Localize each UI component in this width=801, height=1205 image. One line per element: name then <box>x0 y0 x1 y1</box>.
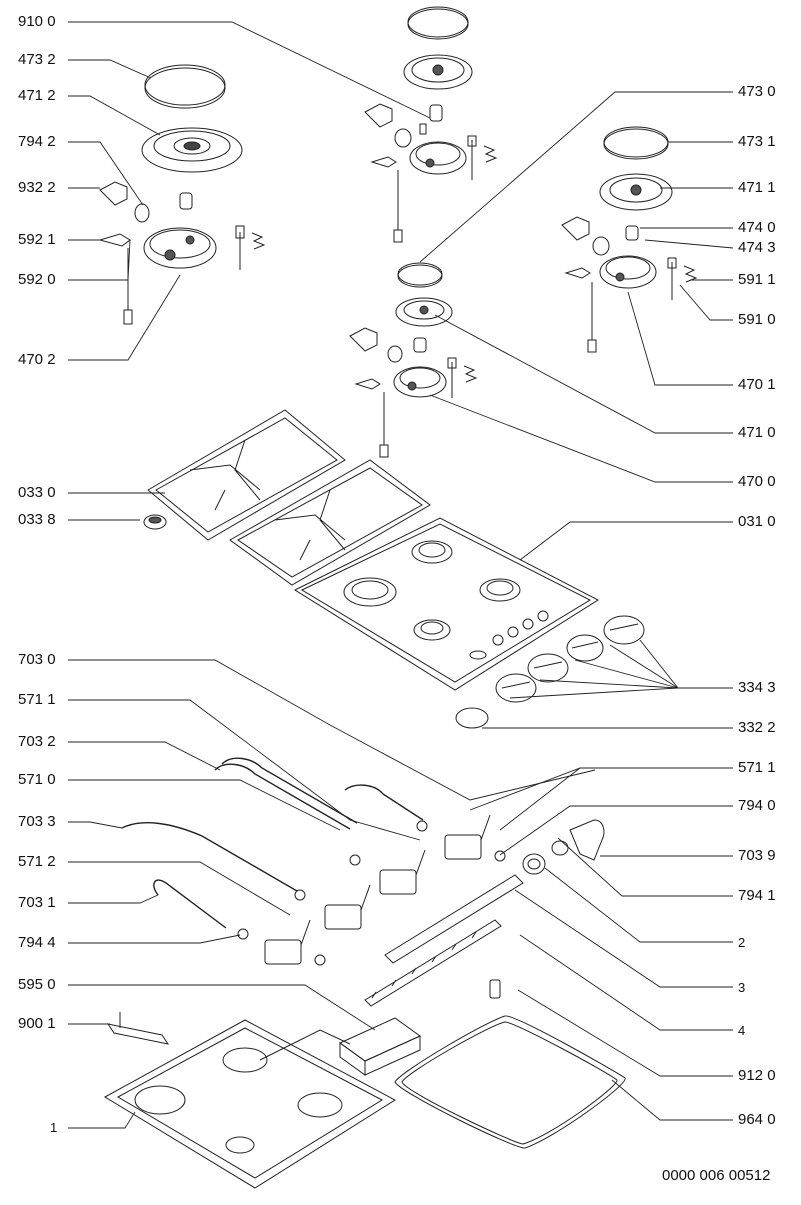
label-031-0: 031 0 <box>738 513 776 530</box>
label-794-2: 794 2 <box>18 133 56 150</box>
washers <box>237 820 506 966</box>
label-571-1-left: 571 1 <box>18 691 56 708</box>
label-334-3: 334 3 <box>738 679 776 696</box>
base-tray <box>104 1019 396 1189</box>
label-592-1: 592 1 <box>18 231 56 248</box>
knob-cap <box>455 707 489 729</box>
leader-lines <box>68 21 734 1129</box>
pan-support-right <box>229 459 431 586</box>
label-474-3: 474 3 <box>738 239 776 256</box>
label-474-0: 474 0 <box>738 219 776 236</box>
main-gas-rail <box>384 819 605 964</box>
document-number: 0000 006 00512 <box>662 1167 771 1184</box>
label-595-0: 595 0 <box>18 976 56 993</box>
label-964-0: 964 0 <box>738 1111 776 1128</box>
screw <box>489 979 501 999</box>
label-591-1: 591 1 <box>738 271 776 288</box>
label-591-0: 591 0 <box>738 311 776 328</box>
label-703-0: 703 0 <box>18 651 56 668</box>
control-knobs <box>495 615 645 703</box>
label-794-4: 794 4 <box>18 934 56 951</box>
label-794-0: 794 0 <box>738 797 776 814</box>
pan-support-left <box>147 409 346 541</box>
label-473-2: 473 2 <box>18 51 56 68</box>
label-703-2: 703 2 <box>18 733 56 750</box>
label-703-3: 703 3 <box>18 813 56 830</box>
label-471-2: 471 2 <box>18 87 56 104</box>
label-033-8: 033 8 <box>18 511 56 528</box>
ignition-unit <box>339 1017 421 1076</box>
label-3: 3 <box>738 980 746 995</box>
burner-assembly-left <box>98 64 266 325</box>
label-794-1: 794 1 <box>738 887 776 904</box>
label-912-0: 912 0 <box>738 1067 776 1084</box>
label-571-2: 571 2 <box>18 853 56 870</box>
spark-bar <box>364 919 502 1007</box>
label-900-1: 900 1 <box>18 1015 56 1032</box>
label-471-0: 471 0 <box>738 424 776 441</box>
label-2: 2 <box>738 935 746 950</box>
label-470-0: 470 0 <box>738 473 776 490</box>
label-703-1: 703 1 <box>18 894 56 911</box>
burner-assembly-center-top <box>364 6 498 243</box>
seal-gasket <box>394 1015 626 1149</box>
label-470-1: 470 1 <box>738 376 776 393</box>
clamp-bracket <box>106 1012 170 1045</box>
rubber-foot <box>143 514 167 530</box>
label-473-0: 473 0 <box>738 83 776 100</box>
label-471-1: 471 1 <box>738 179 776 196</box>
label-571-1-right: 571 1 <box>738 759 776 776</box>
label-470-2: 470 2 <box>18 351 56 368</box>
label-592-0: 592 0 <box>18 271 56 288</box>
label-910-0: 910 0 <box>18 13 56 30</box>
burner-assembly-right <box>561 126 698 353</box>
label-932-2: 932 2 <box>18 179 56 196</box>
gas-valves <box>264 814 491 965</box>
label-473-1: 473 1 <box>738 133 776 150</box>
label-703-9: 703 9 <box>738 847 776 864</box>
label-1: 1 <box>50 1120 58 1135</box>
label-033-0: 033 0 <box>18 484 56 501</box>
burner-assembly-center <box>349 262 478 458</box>
gas-pipes <box>121 757 424 929</box>
label-571-0: 571 0 <box>18 771 56 788</box>
label-4: 4 <box>738 1023 746 1038</box>
label-332-2: 332 2 <box>738 719 776 736</box>
hob-top-plate <box>293 517 600 691</box>
